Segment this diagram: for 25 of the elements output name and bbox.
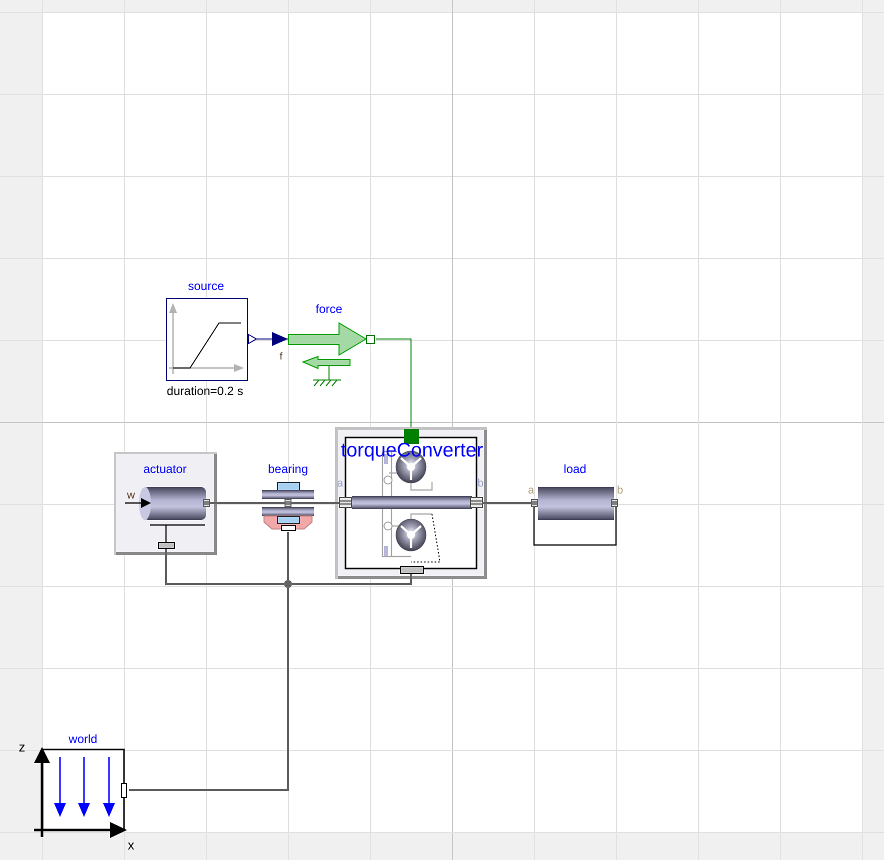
component-name-label: force bbox=[316, 303, 342, 317]
port-label: a bbox=[336, 478, 344, 490]
component-name-label: load bbox=[564, 463, 586, 477]
axis-label: x bbox=[128, 838, 134, 854]
connection-line bbox=[217, 502, 262, 504]
axis-label: z bbox=[18, 740, 26, 756]
signal-arrow bbox=[256, 332, 288, 346]
port-label: b bbox=[477, 478, 484, 490]
connection-line bbox=[165, 555, 284, 585]
port-label: b bbox=[616, 484, 624, 498]
component-name-label: bearing bbox=[268, 463, 308, 477]
actuator-block bbox=[114, 452, 217, 555]
connection-line bbox=[287, 532, 289, 580]
component-name-label: world bbox=[68, 733, 98, 747]
parameter-label: duration=0.2 s bbox=[166, 385, 244, 399]
port-label: f bbox=[280, 351, 282, 363]
component-name-label: actuator bbox=[143, 463, 187, 477]
port-label: a bbox=[528, 484, 534, 498]
connection-line bbox=[292, 579, 412, 585]
connection-line bbox=[314, 502, 335, 504]
component-name-label: source bbox=[188, 280, 224, 294]
connection-line bbox=[129, 588, 289, 791]
connection-line bbox=[487, 502, 530, 504]
port-label: w bbox=[127, 490, 135, 502]
connection-line bbox=[376, 338, 412, 428]
